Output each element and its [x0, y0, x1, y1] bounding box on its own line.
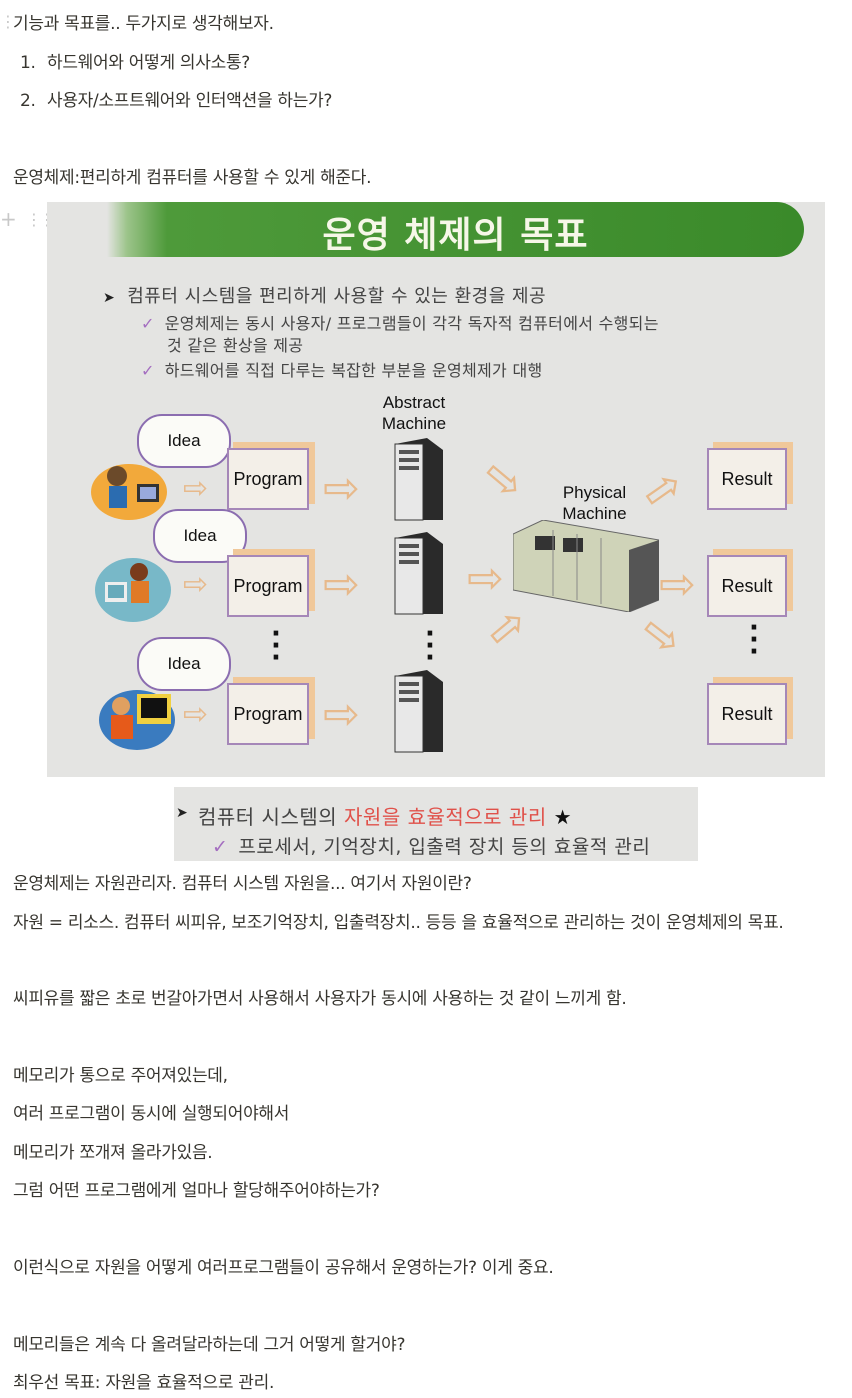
arrow-right-icon: ⇨	[659, 559, 696, 610]
idea-cloud: Idea	[137, 637, 231, 691]
slide-bullet-text: 컴퓨터 시스템을 편리하게 사용할 수 있는 환경을 제공	[127, 286, 547, 307]
ellipsis-vertical: ···	[749, 613, 759, 667]
caption-star: ★	[546, 805, 573, 829]
arrow-diagonal-icon: ⇨	[630, 601, 695, 669]
abstract-label-line1: Abstract	[382, 393, 446, 412]
check-icon: ✓	[141, 361, 155, 380]
user-computer-icon	[91, 464, 167, 520]
slide-caption-image: ➤ 컴퓨터 시스템의 자원을 효율적으로 관리 ★ ✓ 프로세서, 기억장치, 입출…	[174, 787, 698, 861]
drag-handle-icon[interactable]: ⋮	[0, 12, 16, 31]
list-item: 1. 하드웨어와 어떻게 의사소통?	[20, 51, 250, 75]
slide-subbullet-text: 하드웨어를 직접 다루는 복잡한 부분을 운영체제가 대행	[164, 361, 543, 380]
plus-icon[interactable]: +	[0, 207, 17, 231]
arrow-right-icon: ⇨	[183, 471, 209, 506]
result-box: Result	[707, 683, 787, 745]
caption-highlight: 자원을 효율적으로 관리	[344, 805, 547, 829]
text-line: 여러 프로그램이 동시에 실행되어야해서	[13, 1104, 290, 1124]
physical-machine-label: Physical Machine	[547, 482, 642, 524]
text-line: 메모리들은 계속 다 올려달라하는데 그거 어떻게 할거야?	[13, 1335, 406, 1355]
arrow-right-icon: ⇨	[323, 559, 360, 610]
text-line-os-definition: 운영체제:편리하게 컴퓨터를 사용할 수 있게 해준다.	[13, 168, 372, 188]
list-text: 하드웨어와 어떻게 의사소통?	[47, 53, 251, 73]
text-line: 메모리가 통으로 주어져있는데,	[13, 1066, 228, 1086]
slide-bullet: ➤ 컴퓨터 시스템을 편리하게 사용할 수 있는 환경을 제공	[103, 282, 546, 308]
check-icon: ✓	[141, 314, 155, 333]
caption-prefix: 컴퓨터 시스템의	[198, 805, 345, 829]
caption-line2: ✓ 프로세서, 기억장치, 입출력 장치 등의 효율적 관리	[212, 832, 650, 859]
arrow-right-icon: ⇨	[323, 463, 360, 514]
program-box: Program	[227, 555, 309, 617]
slide-subbullet-cont: 것 같은 환상을 제공	[167, 336, 304, 355]
user-computer-icon	[99, 690, 175, 750]
slide-title: 운영 체제의 목표	[322, 215, 589, 256]
check-icon: ✓	[212, 836, 229, 858]
slide-subbullet: ✓ 운영체제는 동시 사용자/ 프로그램들이 각각 독자적 컴퓨터에서 수행되는	[141, 310, 659, 334]
bullet-arrow-icon: ➤	[176, 805, 189, 821]
caption-line2-text: 프로세서, 기억장치, 입출력 장치 등의 효율적 관리	[238, 836, 651, 858]
server-icon	[394, 670, 443, 753]
program-box: Program	[227, 683, 309, 745]
arrow-right-icon: ⇨	[323, 689, 360, 740]
abstract-machine-label: Abstract Machine	[369, 392, 459, 434]
abstract-label-line2: Machine	[381, 414, 447, 433]
list-number: 2.	[20, 91, 36, 111]
text-line: 이런식으로 자원을 어떻게 여러프로그램들이 공유해서 운영하는가? 이게 중요…	[13, 1258, 554, 1278]
arrow-diagonal-icon: ⇨	[472, 445, 537, 513]
caption-line1: ➤ 컴퓨터 시스템의 자원을 효율적으로 관리 ★	[176, 801, 573, 830]
arrow-right-icon: ⇨	[183, 567, 209, 602]
list-item: 2. 사용자/소프트웨어와 인터액션을 하는가?	[20, 89, 332, 113]
slide-image: 운영 체제의 목표 ➤ 컴퓨터 시스템을 편리하게 사용할 수 있는 환경을 제공…	[47, 202, 825, 777]
list-number: 1.	[20, 53, 36, 73]
arrow-diagonal-icon: ⇨	[630, 455, 694, 523]
bullet-arrow-icon: ➤	[103, 290, 116, 306]
physical-label-line2: Machine	[562, 504, 627, 523]
server-icon	[394, 532, 443, 615]
program-box: Program	[227, 448, 309, 510]
ellipsis-vertical: ···	[425, 619, 435, 673]
user-computer-icon	[95, 558, 171, 622]
arrow-right-icon: ⇨	[183, 697, 209, 732]
text-line-goals: 기능과 목표를.. 두가지로 생각해보자.	[13, 14, 274, 34]
text-line: 씨피유를 짧은 초로 번갈아가면서 사용해서 사용자가 동시에 사용하는 것 같…	[13, 989, 627, 1009]
text-line: 자원 = 리소스. 컴퓨터 씨피유, 보조기억장치, 입출력장치.. 등등 을 …	[13, 913, 784, 933]
result-box: Result	[707, 555, 787, 617]
list-text: 사용자/소프트웨어와 인터액션을 하는가?	[47, 91, 333, 111]
text-line: 최우선 목표: 자원을 효율적으로 관리.	[13, 1373, 275, 1393]
server-icon	[394, 438, 443, 521]
text-line: 운영체제는 자원관리자. 컴퓨터 시스템 자원을... 여기서 자원이란?	[13, 874, 472, 894]
idea-cloud: Idea	[153, 509, 247, 563]
arrow-right-icon: ⇨	[467, 553, 504, 604]
text-line: 메모리가 쪼개져 올라가있음.	[13, 1143, 213, 1163]
slide-title-banner: 운영 체제의 목표	[107, 202, 804, 257]
physical-label-line1: Physical	[562, 483, 627, 502]
text-line: 그럼 어떤 프로그램에게 얼마나 할당해주어야하는가?	[13, 1181, 380, 1201]
ellipsis-vertical: ···	[271, 619, 281, 673]
physical-machine-icon	[513, 520, 659, 612]
slide-subbullet-text: 운영체제는 동시 사용자/ 프로그램들이 각각 독자적 컴퓨터에서 수행되는	[164, 314, 659, 333]
result-box: Result	[707, 448, 787, 510]
slide-subbullet: ✓ 하드웨어를 직접 다루는 복잡한 부분을 운영체제가 대행	[141, 357, 543, 381]
idea-cloud: Idea	[137, 414, 231, 468]
